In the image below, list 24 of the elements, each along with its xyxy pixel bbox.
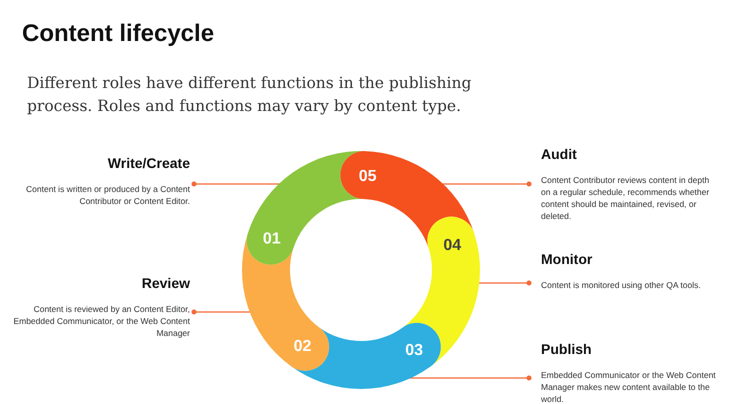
leader-line bbox=[440, 182, 532, 186]
leader-line bbox=[408, 376, 532, 380]
ring-segment bbox=[291, 322, 441, 389]
step-heading: Audit bbox=[541, 146, 578, 162]
intro-text: Different roles have different functions in the publishing process. Roles and functions may vary by content type. bbox=[27, 73, 472, 117]
ring-segment bbox=[402, 216, 480, 366]
step-number: 04 bbox=[443, 236, 462, 254]
step-number: 01 bbox=[262, 230, 281, 248]
step-number: 03 bbox=[405, 342, 424, 359]
step-number: 02 bbox=[294, 338, 312, 355]
ring-segment bbox=[340, 151, 474, 248]
step-description: Content is written or produced by a Content Contributor or Content Editor. bbox=[25, 183, 190, 207]
title: Content lifecycle bbox=[22, 20, 214, 48]
step-number: 05 bbox=[358, 168, 377, 186]
step-heading: Write/Create bbox=[106, 155, 190, 171]
step-heading: Monitor bbox=[541, 251, 594, 267]
leader-line bbox=[192, 182, 282, 186]
step-heading: Review bbox=[140, 275, 190, 291]
ring-segment bbox=[242, 233, 330, 371]
step-description: Content is reviewed by an Content Editor, Embedded Communicator, or the Web Content Manager bbox=[12, 303, 190, 339]
step-description: Content is monitored using other QA tools. bbox=[541, 279, 702, 291]
step-description: Embedded Communicator or the Web Content Manager makes new content available to the world. bbox=[541, 369, 717, 404]
step-description: Content Contributor reviews content in depth on a regular schedule, recommends whether content should be maintained, revised, or deleted. bbox=[541, 174, 710, 222]
step-heading: Publish bbox=[541, 341, 593, 357]
